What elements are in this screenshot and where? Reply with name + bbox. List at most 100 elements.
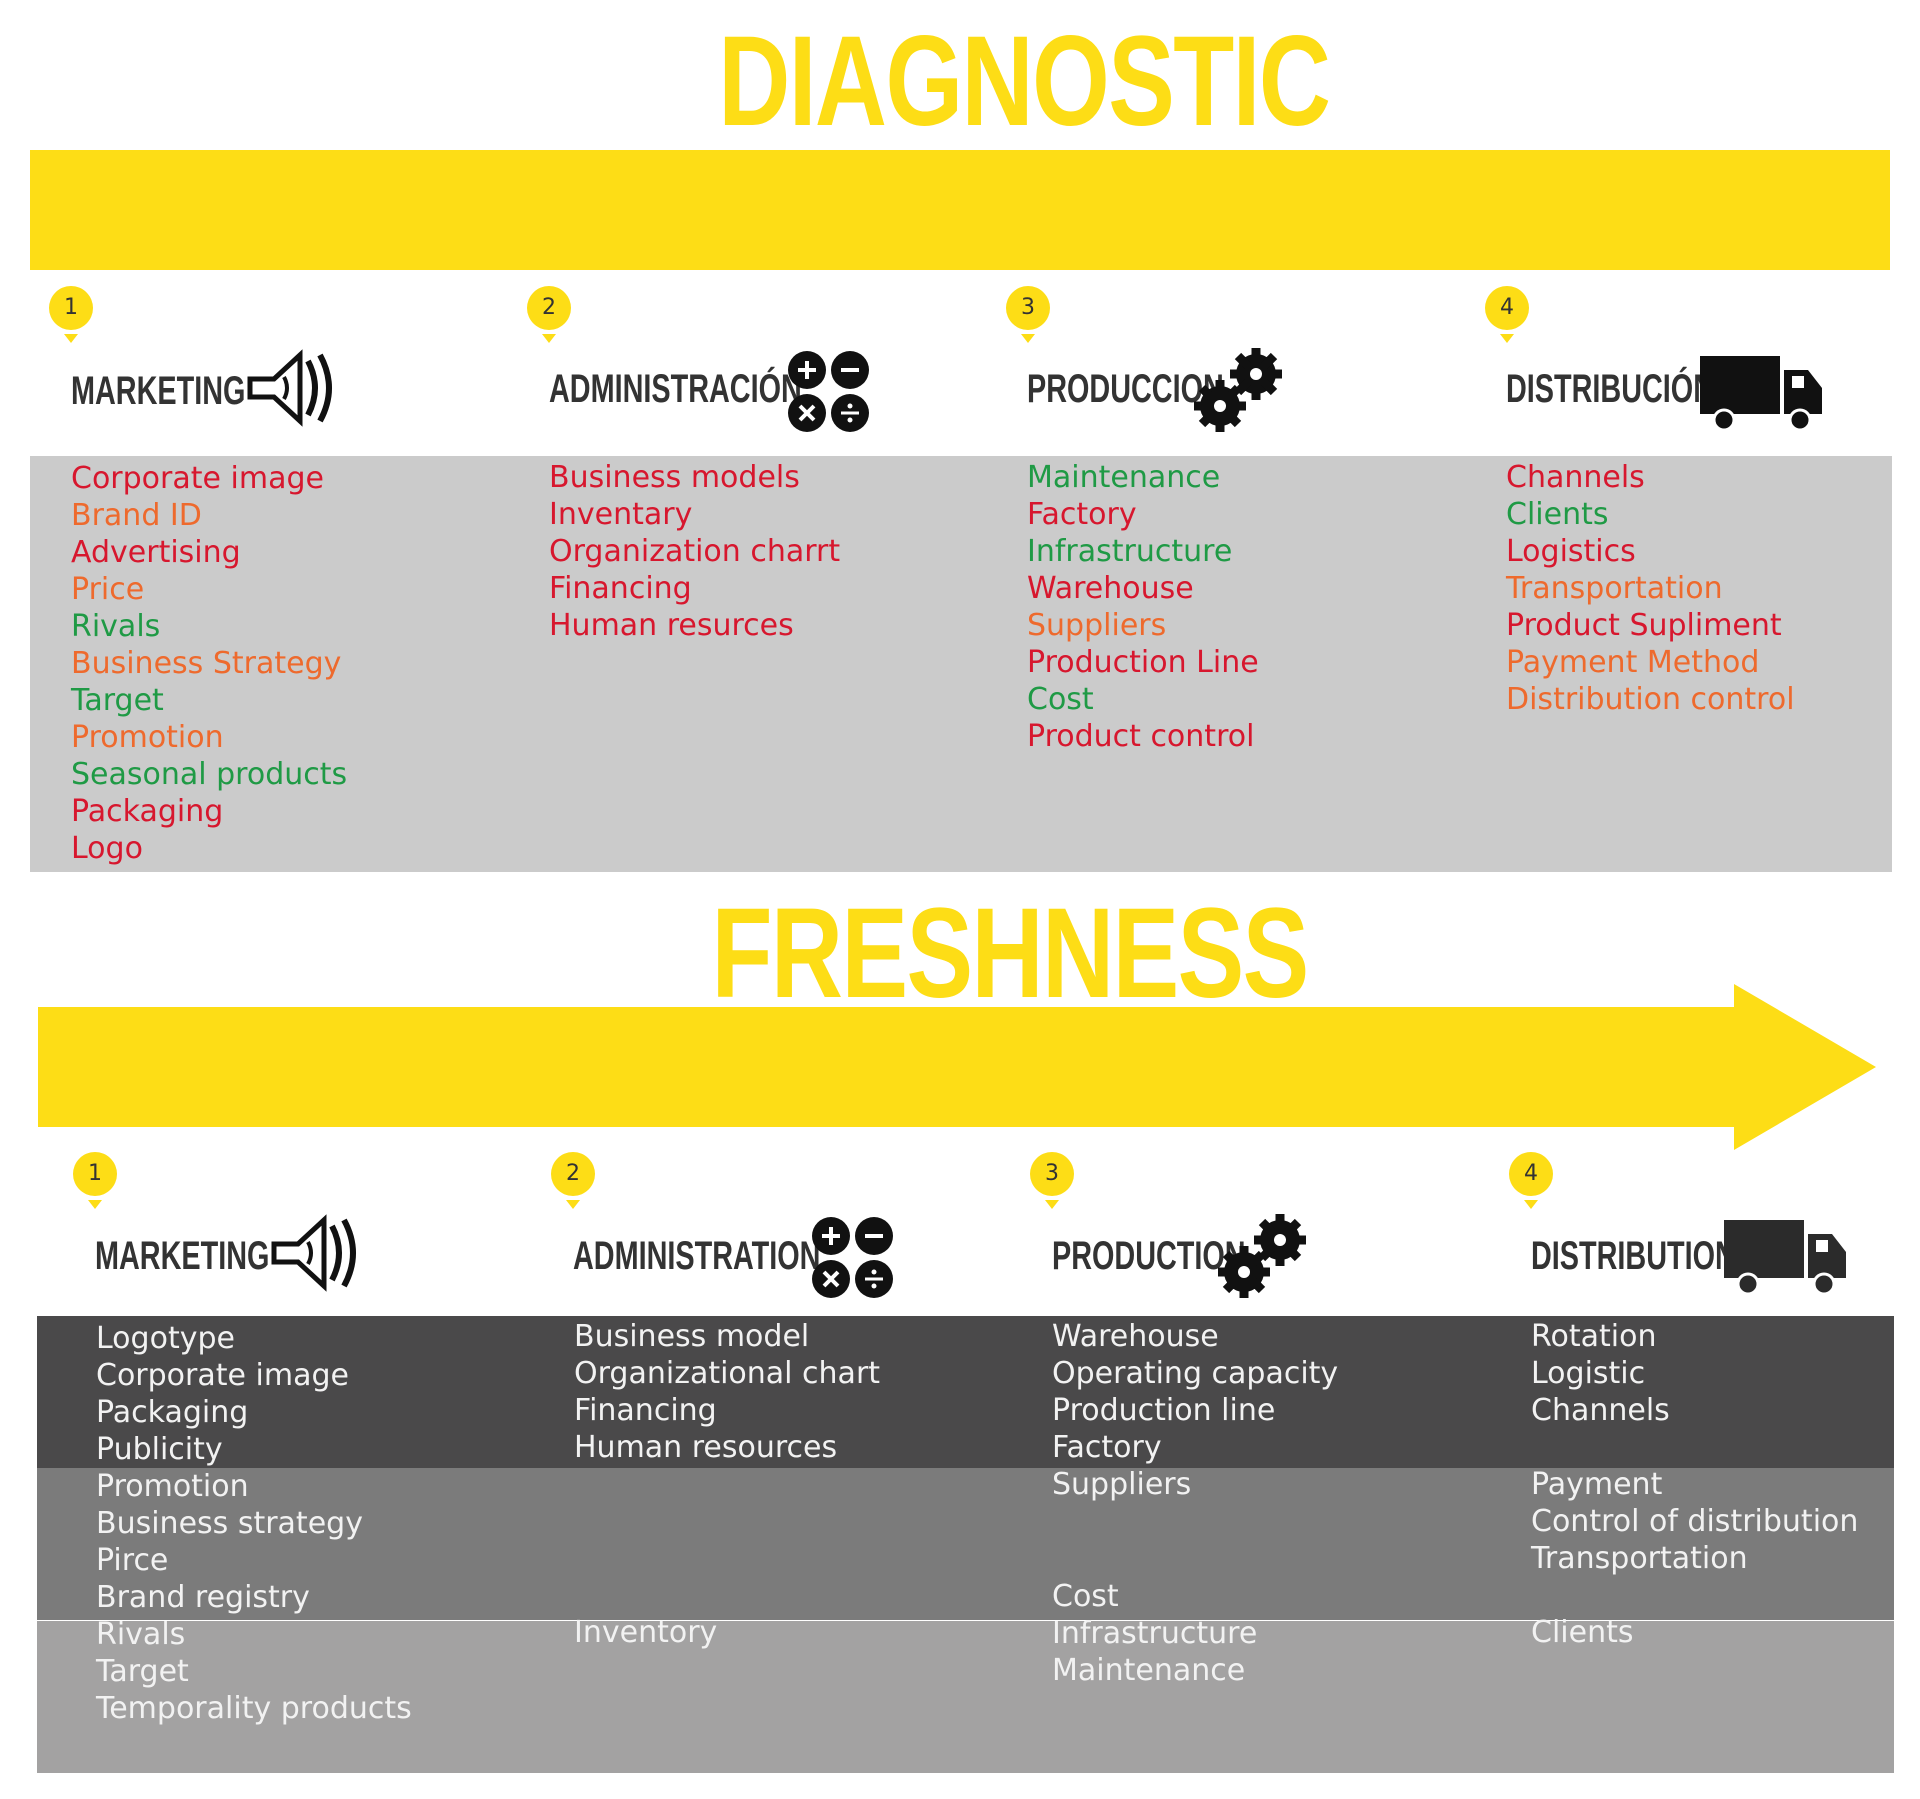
list-item: Business Strategy [71, 646, 342, 681]
list-item: Operating capacity [1052, 1356, 1339, 1391]
step-badge-4: 4 [1509, 1152, 1553, 1209]
list-item: Inventary [549, 497, 693, 532]
list-item: Seasonal products [71, 757, 348, 792]
list-item: Infrastructure [1052, 1616, 1258, 1651]
freshness-list-distribution-mid: Payment Control of distribution Transpor… [1531, 1466, 1858, 1577]
list-item: Maintenance [1027, 460, 1221, 495]
gears-icon [1216, 1210, 1310, 1302]
list-item: Cost [1027, 682, 1094, 717]
truck-icon [1724, 1220, 1848, 1296]
list-item: Temporality products [96, 1691, 412, 1726]
list-item: Warehouse [1027, 571, 1194, 606]
truck-icon [1700, 356, 1824, 432]
column-heading: MARKETING [71, 369, 246, 413]
freshness-list-administration-inventory: Inventory [574, 1614, 717, 1651]
freshness-title: FRESHNESS [711, 882, 1310, 1025]
list-item: Warehouse [1052, 1319, 1219, 1354]
list-item: Price [71, 572, 145, 607]
column-heading: DISTRIBUCIÓN [1506, 367, 1715, 411]
column-heading: DISTRIBUTION [1531, 1234, 1736, 1278]
freshness-list-distribution: Rotation Logistic Channels [1531, 1318, 1670, 1429]
step-badge-1: 1 [49, 286, 93, 343]
freshness-list-production-lower: Cost Infrastructure Maintenance [1052, 1578, 1257, 1689]
band-light [37, 1621, 1894, 1773]
list-item: Rivals [71, 609, 161, 644]
list-item: Organizational chart [574, 1356, 881, 1391]
list-item: Cost [1052, 1579, 1119, 1614]
list-item: Business model [574, 1319, 810, 1354]
list-item: Production Line [1027, 645, 1259, 680]
list-item: Payment [1531, 1467, 1663, 1502]
list-item: Brand ID [71, 498, 202, 533]
column-heading: PRODUCCION [1027, 367, 1224, 411]
calculator-icon [810, 1216, 896, 1300]
list-item: Rivals [96, 1617, 186, 1652]
step-badge-3: 3 [1030, 1152, 1074, 1209]
diagnostic-panel [30, 456, 1892, 872]
list-item: Logistics [1506, 534, 1636, 569]
column-heading: ADMINISTRATION [573, 1234, 821, 1278]
freshness-list-production: Warehouse Operating capacity Production … [1052, 1318, 1338, 1503]
list-item: Clients [1506, 497, 1609, 532]
band-mid [37, 1468, 1894, 1620]
list-item: Human resurces [549, 608, 794, 643]
list-item: Channels [1531, 1393, 1670, 1428]
list-item: Promotion [96, 1469, 249, 1504]
step-badge-3: 3 [1006, 286, 1050, 343]
step-badge-4: 4 [1485, 286, 1529, 343]
diagnostic-list-produccion: Maintenance Factory Infrastructure Wareh… [1027, 459, 1259, 755]
list-item: Infrastructure [1027, 534, 1233, 569]
freshness-list-administration: Business model Organizational chart Fina… [574, 1318, 880, 1466]
list-item: Target [96, 1654, 189, 1689]
list-item: Distribution control [1506, 682, 1795, 717]
list-item: Promotion [71, 720, 224, 755]
list-item: Product Supliment [1506, 608, 1782, 643]
list-item: Transportation [1531, 1541, 1748, 1576]
list-item: Human resources [574, 1430, 838, 1465]
list-item: Transportation [1506, 571, 1723, 606]
column-heading: PRODUCTION [1052, 1234, 1246, 1278]
list-item: Clients [1531, 1615, 1634, 1650]
diagnostic-title: DIAGNOSTIC [718, 10, 1331, 153]
step-badge-2: 2 [527, 286, 571, 343]
list-item: Brand registry [96, 1580, 310, 1615]
diagnostic-list-marketing: Corporate image Brand ID Advertising Pri… [71, 460, 347, 867]
list-item: Payment Method [1506, 645, 1760, 680]
column-heading: ADMINISTRACIÓN [549, 367, 802, 411]
list-item: Factory [1052, 1430, 1162, 1465]
step-badge-2: 2 [551, 1152, 595, 1209]
list-item: Production line [1052, 1393, 1276, 1428]
step-badge-1: 1 [73, 1152, 117, 1209]
megaphone-icon [268, 1212, 364, 1294]
list-item: Corporate image [96, 1358, 349, 1393]
list-item: Product control [1027, 719, 1255, 754]
list-item: Pirce [96, 1543, 169, 1578]
column-heading: MARKETING [95, 1234, 270, 1278]
list-item: Factory [1027, 497, 1137, 532]
list-item: Suppliers [1027, 608, 1167, 643]
list-item: Inventory [574, 1615, 718, 1650]
list-item: Business models [549, 460, 800, 495]
list-item: Rotation [1531, 1319, 1657, 1354]
list-item: Publicity [96, 1432, 223, 1467]
band-dark [37, 1316, 1894, 1468]
list-item: Logistic [1531, 1356, 1646, 1391]
diagnostic-list-administracion: Business models Inventary Organization c… [549, 459, 840, 644]
list-item: Logotype [96, 1321, 235, 1356]
freshness-arrow [38, 984, 1878, 1154]
calculator-icon [786, 350, 872, 434]
list-item: Packaging [96, 1395, 249, 1430]
list-item: Business strategy [96, 1506, 363, 1541]
list-item: Financing [549, 571, 692, 606]
list-item: Advertising [71, 535, 241, 570]
list-item: Suppliers [1052, 1467, 1192, 1502]
freshness-list-marketing: Logotype Corporate image Packaging Publi… [96, 1320, 412, 1727]
list-item: Corporate image [71, 461, 324, 496]
freshness-list-distribution-low: Clients [1531, 1614, 1633, 1651]
list-item: Organization charrt [549, 534, 841, 569]
megaphone-icon [244, 347, 340, 429]
list-item: Channels [1506, 460, 1645, 495]
list-item: Maintenance [1052, 1653, 1246, 1688]
diagnostic-list-distribucion: Channels Clients Logistics Transportatio… [1506, 459, 1795, 718]
list-item: Target [71, 683, 164, 718]
